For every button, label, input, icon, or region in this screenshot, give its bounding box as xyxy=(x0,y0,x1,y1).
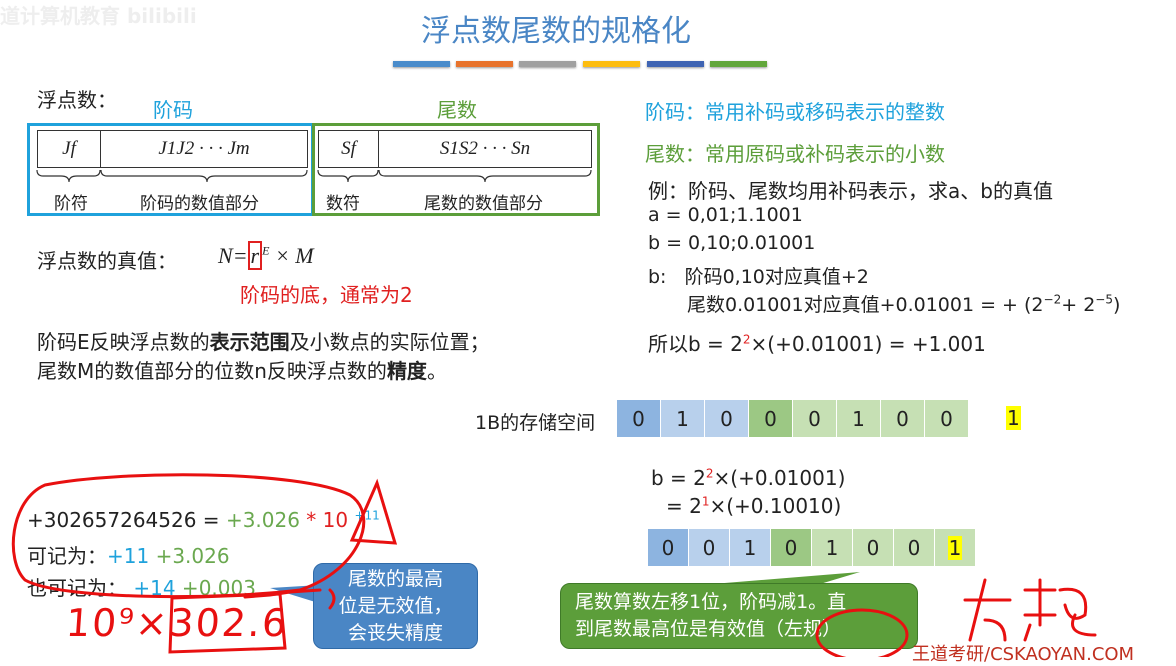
norm-line2: = 21×(+0.10010) xyxy=(666,494,842,518)
bit: 0 xyxy=(853,529,894,566)
cell-sn: S1S2 · · · Sn xyxy=(378,130,592,168)
b-value: b = 0,10;0.01001 xyxy=(648,232,816,254)
bit: 0 xyxy=(894,529,935,566)
bit: 0 xyxy=(749,400,793,437)
overflow-bit: 1 xyxy=(1006,406,1021,430)
formula-rest: × M xyxy=(274,243,314,268)
bit: 1 xyxy=(935,529,976,566)
bit: 0 xyxy=(648,529,689,566)
b-exponent: b: 阶码0,10对应真值+2 xyxy=(648,266,869,288)
bit: 0 xyxy=(689,529,730,566)
bit: 0 xyxy=(705,400,749,437)
b-result: 所以b = 22×(+0.01001) = +1.001 xyxy=(648,332,986,356)
bit: 0 xyxy=(925,400,969,437)
bit: 0 xyxy=(793,400,837,437)
mantissa-box xyxy=(312,123,600,216)
formula-eq: = xyxy=(232,243,248,268)
base-note: 阶码的底，通常为2 xyxy=(240,283,413,307)
watermark: 道计算机教育 bilibili xyxy=(0,4,197,28)
formula-n: N xyxy=(218,243,233,268)
decimal-line2: 可记为：+11 +3.026 xyxy=(27,544,230,568)
para-mantissa: 尾数M的数值部分的位数n反映浮点数的精度。 xyxy=(37,359,447,383)
bit: 0 xyxy=(881,400,925,437)
exponent-label: 阶码 xyxy=(153,98,193,122)
green-callout: 尾数算数左移1位，阶码减1。直到尾数最高位是有效值（左规） xyxy=(560,583,918,649)
truth-label: 浮点数的真值： xyxy=(37,249,177,273)
float-heading: 浮点数： xyxy=(37,88,117,112)
brace-label: 数符 xyxy=(326,194,360,214)
bit: 0 xyxy=(771,529,812,566)
mantissa-desc: 尾数：常用原码或补码表示的小数 xyxy=(645,142,945,166)
brace-label: 阶符 xyxy=(54,194,88,214)
blue-callout: 尾数的最高位是无效值，会丧失精度 xyxy=(313,563,478,649)
decimal-example: +302657264526 = +3.026 * 10 +11 xyxy=(27,508,380,532)
braces xyxy=(36,169,592,183)
storage-label: 1B的存储空间 xyxy=(475,412,596,434)
formula-e: E xyxy=(262,243,270,258)
bit: 1 xyxy=(730,529,771,566)
bit: 1 xyxy=(812,529,853,566)
bit: 1 xyxy=(661,400,705,437)
mantissa-label: 尾数 xyxy=(437,98,477,122)
bit: 0 xyxy=(617,400,661,437)
brace-label: 阶码的数值部分 xyxy=(140,194,259,214)
para-exponent: 阶码E反映浮点数的表示范围及小数点的实际位置； xyxy=(37,330,490,354)
b-mantissa: 尾数0.01001对应真值+0.01001 = + (2−2+ 2−5) xyxy=(687,292,1121,316)
exponent-desc: 阶码：常用补码或移码表示的整数 xyxy=(645,100,945,124)
cell-jm: J1J2 · · · Jm xyxy=(100,130,308,168)
bit: 1 xyxy=(837,400,881,437)
formula-r: r xyxy=(247,241,263,270)
norm-line1: b = 22×(+0.01001) xyxy=(651,466,846,490)
page-title: 浮点数尾数的规格化 xyxy=(421,14,691,49)
footer-watermark: 王道考研/CSKAOYAN.COM xyxy=(912,644,1135,665)
brace-label: 尾数的数值部分 xyxy=(424,194,543,214)
a-value: a = 0,01;1.1001 xyxy=(648,204,803,226)
example-line: 例：阶码、尾数均用补码表示，求a、b的真值 xyxy=(648,179,1053,203)
